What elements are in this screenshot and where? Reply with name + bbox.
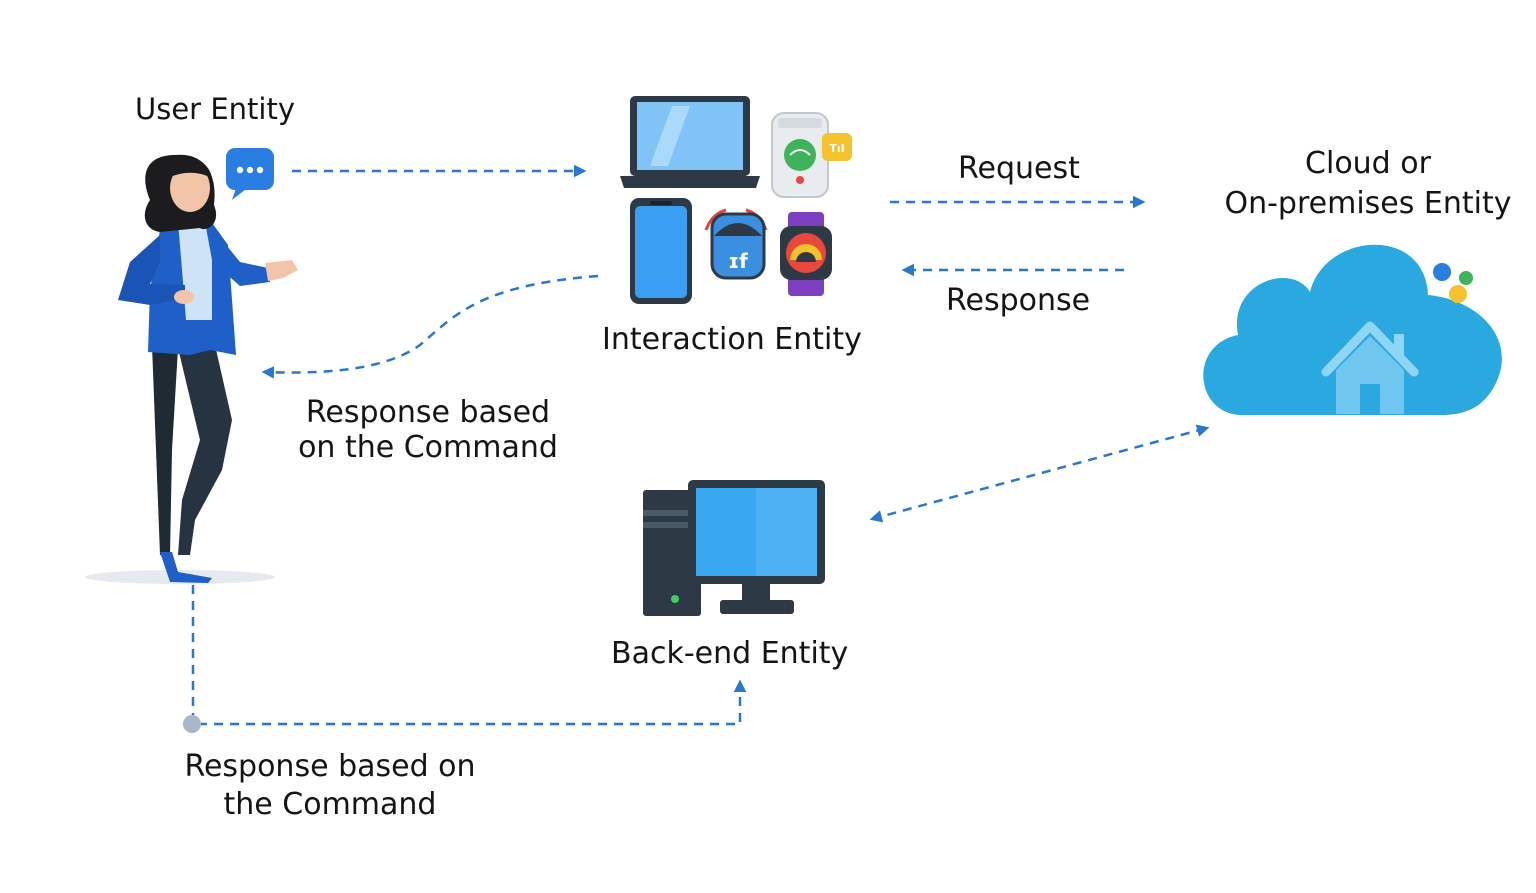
- laptop-icon: [620, 96, 760, 188]
- response-label: Response: [946, 283, 1091, 318]
- chat-bubble-icon: [226, 148, 274, 200]
- response-command-bottom-label: Response based on the Command: [184, 749, 476, 822]
- request-label: Request: [958, 151, 1080, 186]
- backend-entity-label: Back-end Entity: [611, 636, 849, 671]
- user-entity-label: User Entity: [135, 92, 295, 126]
- user-figure: [85, 154, 298, 584]
- arrow-backend-cloud: [869, 424, 1210, 523]
- home-icon: [1321, 321, 1419, 414]
- desktop-computer-icon: [643, 480, 825, 616]
- cloud-entity-label: Cloud or On-premises Entity: [1224, 146, 1512, 221]
- arrow-interaction-to-user: [261, 274, 599, 379]
- arrow-user-to-backend: [191, 585, 747, 726]
- svg-text:TıI: TıI: [829, 142, 844, 155]
- connector-node: [183, 715, 201, 733]
- smart-speaker-icon: TıI: [771, 112, 852, 198]
- smartwatch-icon: [780, 212, 832, 296]
- svg-text:ɪf: ɪf: [728, 249, 748, 273]
- smart-lock-icon: ɪf: [704, 208, 768, 280]
- cloud-icon: [1203, 244, 1502, 415]
- smartphone-icon: [630, 198, 692, 304]
- response-command-mid-label: Response based on the Command: [298, 395, 558, 465]
- interaction-entity-label: Interaction Entity: [602, 322, 862, 357]
